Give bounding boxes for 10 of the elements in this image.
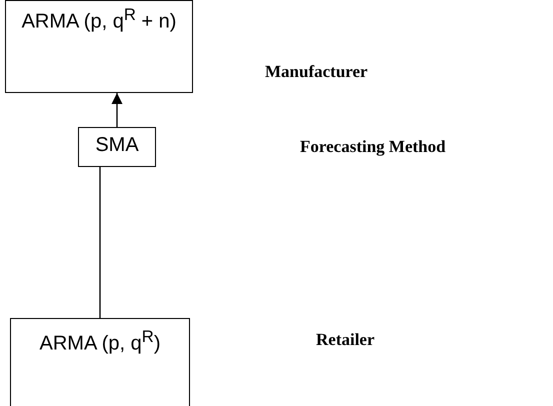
process-box bbox=[78, 127, 156, 167]
box-text: SMA bbox=[95, 134, 139, 157]
process-box bbox=[5, 0, 193, 93]
connector-arrow bbox=[112, 93, 122, 127]
box-text: ARMA (p, q$^{R}$ + n) bbox=[22, 5, 176, 34]
process-box bbox=[10, 318, 190, 406]
level-label: Forecasting Method bbox=[300, 137, 446, 157]
level-label: Manufacturer bbox=[265, 62, 368, 82]
box-text: ARMA (p, q$^{R}$) bbox=[40, 327, 160, 356]
level-label: Retailer bbox=[316, 330, 375, 350]
